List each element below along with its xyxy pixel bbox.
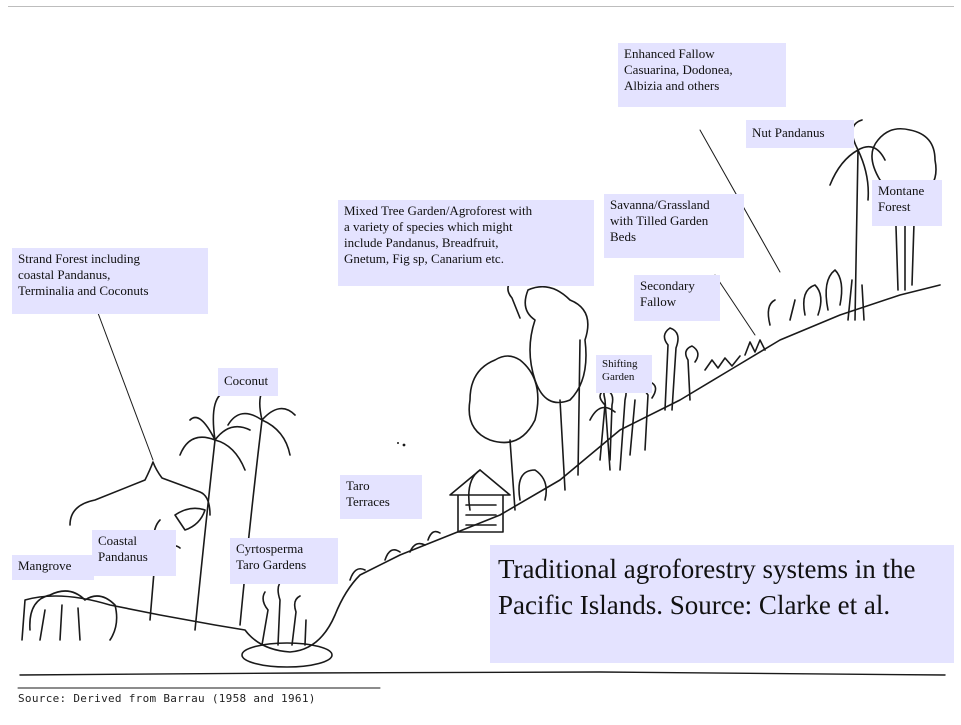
label-montane-forest: Montane Forest	[872, 180, 942, 226]
label-mangrove: Mangrove	[12, 555, 94, 580]
secondary-fallow-trees	[663, 327, 699, 411]
label-nut-pandanus: Nut Pandanus	[746, 120, 854, 148]
house-hut	[449, 469, 511, 533]
stray-dot	[402, 443, 406, 447]
label-shifting-garden: Shifting Garden	[596, 355, 652, 393]
mixed-garden-understory	[467, 374, 628, 511]
figure-frame	[8, 6, 954, 719]
savanna-leader	[714, 274, 756, 336]
figure-caption: Traditional agroforestry systems in the …	[490, 545, 954, 663]
coconut-palm-2	[227, 384, 296, 626]
cyrtosperma-plants	[261, 579, 307, 646]
taro-terrace-plants	[349, 530, 441, 581]
label-coastal-pandanus: Coastal Pandanus	[92, 530, 176, 576]
ground-profile-line	[21, 284, 941, 653]
source-note: Source: Derived from Barrau (1958 and 19…	[18, 692, 316, 705]
coconut-palm-1	[179, 394, 251, 631]
label-strand-forest: Strand Forest including coastal Pandanus…	[12, 248, 208, 314]
label-secondary-fallow: Secondary Fallow	[634, 275, 720, 321]
strand-forest-bracket	[69, 461, 211, 526]
label-mixed-tree-garden: Mixed Tree Garden/Agroforest with a vari…	[338, 200, 594, 286]
label-enhanced-fallow: Enhanced Fallow Casuarina, Dodonea, Albi…	[618, 43, 786, 107]
label-savanna: Savanna/Grassland with Tilled Garden Bed…	[604, 194, 744, 258]
savanna-grass	[704, 339, 766, 371]
taro-pit	[241, 642, 333, 668]
label-taro-terraces: Taro Terraces	[340, 475, 422, 519]
label-coconut: Coconut	[218, 368, 278, 396]
base-ground-line	[19, 671, 946, 676]
mangrove-bushes	[29, 590, 118, 641]
strand-forest-leader	[94, 304, 154, 461]
montane-forest-tree	[871, 127, 937, 291]
enhanced-fallow-shrubs	[767, 269, 843, 326]
stray-dot	[397, 442, 399, 444]
mixed-garden-trees	[468, 281, 589, 511]
label-cyrtosperma: Cyrtosperma Taro Gardens	[230, 538, 338, 584]
